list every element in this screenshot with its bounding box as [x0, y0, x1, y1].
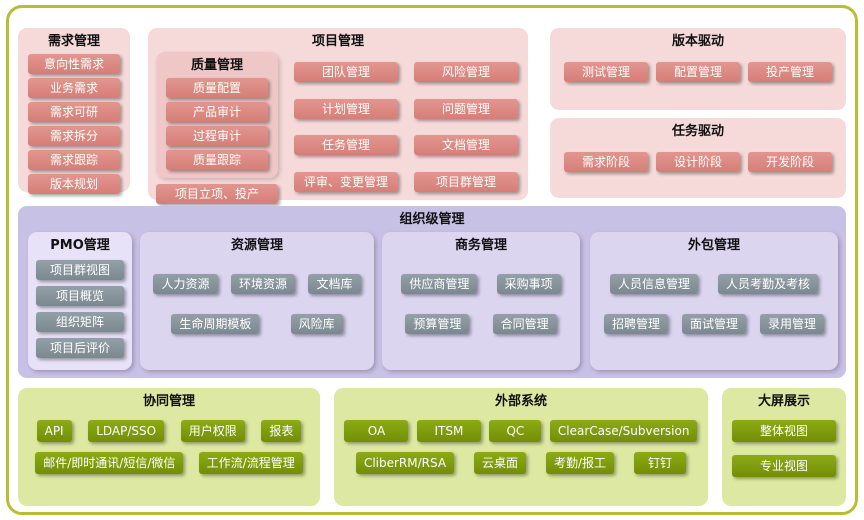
- resource-panel: 资源管理 人力资源 环境资源 文档库 生命周期模板 风险库: [140, 232, 374, 370]
- requirements-panel: 需求管理 意向性需求 业务需求 需求可研 需求拆分 需求跟踪 版本规划: [18, 28, 130, 194]
- external-systems-item: 云桌面: [474, 452, 527, 474]
- business-item: 采购事项: [496, 274, 561, 294]
- big-screen-panel: 大屏展示 整体视图 专业视图: [722, 388, 846, 506]
- business-item: 供应商管理: [401, 274, 478, 294]
- big-screen-title: 大屏展示: [757, 394, 810, 409]
- collaboration-panel: 协同管理 API LDAP/SSO 用户权限 报表 邮件/即时通讯/短信/微信 …: [18, 388, 320, 506]
- pmo-panel: PMO管理 项目群视图 项目概览 组织矩阵 项目后评价: [28, 232, 132, 370]
- task-driven-item: 设计阶段: [656, 152, 740, 172]
- requirements-item: 业务需求: [28, 78, 120, 98]
- project-item: 评审、变更管理: [294, 171, 398, 192]
- pmo-title: PMO管理: [50, 238, 110, 253]
- outsourcing-title: 外包管理: [687, 238, 740, 253]
- quality-item: 产品审计: [166, 102, 268, 122]
- project-initiation-item: 项目立项、投产: [156, 184, 278, 204]
- task-driven-panel: 任务驱动 需求阶段 设计阶段 开发阶段: [550, 118, 846, 198]
- pmo-item: 项目后评价: [36, 338, 124, 358]
- external-systems-title: 外部系统: [494, 394, 547, 409]
- task-driven-item: 需求阶段: [564, 152, 648, 172]
- collaboration-item: API: [36, 420, 72, 442]
- external-systems-item: QC: [489, 420, 542, 442]
- project-management-title: 项目管理: [311, 34, 364, 49]
- requirements-title: 需求管理: [47, 34, 100, 49]
- resource-item: 生命周期模板: [171, 314, 260, 334]
- pmo-item: 项目群视图: [36, 260, 124, 280]
- external-systems-item: 考勤/报工: [545, 452, 615, 474]
- requirements-item: 需求可研: [28, 102, 120, 122]
- project-item: 文档管理: [414, 135, 518, 156]
- quality-item: 质量配置: [166, 78, 268, 98]
- version-driven-title: 版本驱动: [671, 34, 724, 49]
- organization-title: 组织级管理: [399, 212, 465, 227]
- external-systems-item: ITSM: [416, 420, 481, 442]
- collaboration-item: 报表: [261, 420, 302, 442]
- organization-panel: 组织级管理 PMO管理 项目群视图 项目概览 组织矩阵 项目后评价 资源管理 人…: [18, 206, 846, 378]
- pmo-item: 项目概览: [36, 286, 124, 306]
- project-item: 风险管理: [414, 62, 518, 82]
- resource-title: 资源管理: [230, 238, 283, 253]
- resource-item: 风险库: [290, 314, 343, 334]
- external-systems-item: CliberRM/RSA: [355, 452, 455, 474]
- task-driven-title: 任务驱动: [671, 124, 724, 139]
- quality-item: 质量跟踪: [166, 150, 268, 170]
- collaboration-item: 用户权限: [180, 420, 245, 442]
- task-driven-item: 开发阶段: [748, 152, 832, 172]
- collaboration-item: 工作流/流程管理: [198, 452, 303, 474]
- requirements-item: 需求拆分: [28, 126, 120, 146]
- pmo-item: 组织矩阵: [36, 312, 124, 332]
- project-management-panel: 项目管理 质量管理 质量配置 产品审计 过程审计 质量跟踪 项目立项、投产 团队…: [148, 28, 528, 204]
- outsourcing-item: 人员考勤及考核: [717, 274, 818, 294]
- project-item: 任务管理: [294, 135, 398, 156]
- business-item: 预算管理: [405, 314, 470, 334]
- big-screen-item: 整体视图: [732, 420, 836, 442]
- requirements-item: 版本规划: [28, 174, 120, 194]
- external-systems-item: 钉钉: [633, 452, 686, 474]
- external-systems-item: ClearCase/Subversion: [549, 420, 698, 442]
- quality-item: 过程审计: [166, 126, 268, 146]
- resource-item: 文档库: [308, 274, 361, 294]
- external-systems-panel: 外部系统 OA ITSM QC ClearCase/Subversion Cli…: [334, 388, 708, 506]
- project-item: 项目群管理: [414, 171, 518, 192]
- project-item: 计划管理: [294, 98, 398, 119]
- quality-management-panel: 质量管理 质量配置 产品审计 过程审计 质量跟踪: [156, 52, 278, 178]
- resource-item: 人力资源: [153, 274, 218, 294]
- business-panel: 商务管理 供应商管理 采购事项 预算管理 合同管理: [382, 232, 580, 370]
- big-screen-item: 专业视图: [732, 455, 836, 477]
- outsourcing-item: 面试管理: [681, 314, 746, 334]
- business-item: 合同管理: [492, 314, 557, 334]
- version-driven-panel: 版本驱动 测试管理 配置管理 投产管理: [550, 28, 846, 110]
- quality-management-title: 质量管理: [190, 58, 243, 73]
- collaboration-item: 邮件/即时通讯/短信/微信: [35, 452, 184, 474]
- outsourcing-item: 招聘管理: [603, 314, 668, 334]
- collaboration-item: LDAP/SSO: [88, 420, 165, 442]
- project-item: 问题管理: [414, 98, 518, 119]
- outsourcing-item: 人员信息管理: [609, 274, 698, 294]
- business-title: 商务管理: [454, 238, 507, 253]
- version-driven-item: 测试管理: [564, 62, 648, 82]
- requirements-item: 需求跟踪: [28, 150, 120, 170]
- project-item: 团队管理: [294, 62, 398, 82]
- requirements-item: 意向性需求: [28, 54, 120, 74]
- external-systems-item: OA: [344, 420, 409, 442]
- resource-item: 环境资源: [230, 274, 295, 294]
- outsourcing-item: 录用管理: [759, 314, 824, 334]
- outsourcing-panel: 外包管理 人员信息管理 人员考勤及考核 招聘管理 面试管理 录用管理: [590, 232, 838, 370]
- version-driven-item: 投产管理: [748, 62, 832, 82]
- outer-frame: [6, 5, 858, 515]
- collaboration-title: 协同管理: [142, 394, 195, 409]
- version-driven-item: 配置管理: [656, 62, 740, 82]
